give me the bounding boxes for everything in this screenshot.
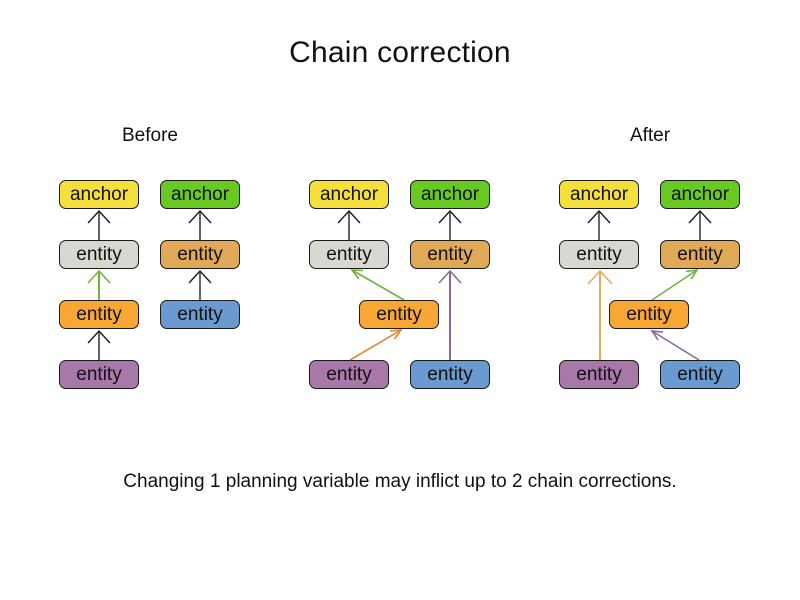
before-entity-purple: entity (59, 360, 139, 389)
before-entity-orange: entity (59, 300, 139, 329)
after-entity-purple: entity (559, 360, 639, 389)
arrow-before-orange-to-gray (87, 269, 111, 302)
before-entity-blue: entity (160, 300, 240, 329)
caption-text: Changing 1 planning variable may inflict… (123, 471, 677, 492)
arrow-before-tan-to-anchor (188, 209, 212, 242)
middle-entity-orange: entity (359, 300, 439, 329)
before-entity-gray: entity (59, 240, 139, 269)
after-entity-orange: entity (609, 300, 689, 329)
middle-entity-blue: entity (410, 360, 490, 389)
after-entity-tan: entity (660, 240, 740, 269)
after-entity-gray: entity (559, 240, 639, 269)
page-title: Chain correction (289, 36, 511, 69)
arrow-after-tan-to-anchor (688, 209, 712, 242)
middle-entity-tan: entity (410, 240, 490, 269)
middle-anchor-left: anchor (309, 180, 389, 209)
arrow-before-gray-to-anchor (87, 209, 111, 242)
arrow-middle-tan-to-anchor (438, 209, 462, 242)
after-anchor-right: anchor (660, 180, 740, 209)
after-label: After (629, 125, 671, 146)
arrow-middle-purple-to-orange (349, 329, 403, 361)
arrow-middle-gray-to-anchor (337, 209, 361, 242)
arrow-after-blue-to-orange (650, 330, 700, 361)
after-entity-blue: entity (660, 360, 740, 389)
before-label: Before (122, 125, 178, 146)
before-anchor-right: anchor (160, 180, 240, 209)
arrow-middle-blue-to-tan (438, 269, 462, 362)
before-entity-tan: entity (160, 240, 240, 269)
after-anchor-left: anchor (559, 180, 639, 209)
before-anchor-left: anchor (59, 180, 139, 209)
arrow-after-orange-to-tan (651, 268, 699, 301)
arrow-before-blue-to-tan (188, 269, 212, 302)
middle-entity-gray: entity (309, 240, 389, 269)
arrow-after-gray-to-anchor (587, 209, 611, 242)
middle-entity-purple: entity (309, 360, 389, 389)
middle-anchor-right: anchor (410, 180, 490, 209)
arrow-before-purple-to-orange (87, 329, 111, 362)
arrow-middle-orange-to-gray (350, 269, 405, 301)
